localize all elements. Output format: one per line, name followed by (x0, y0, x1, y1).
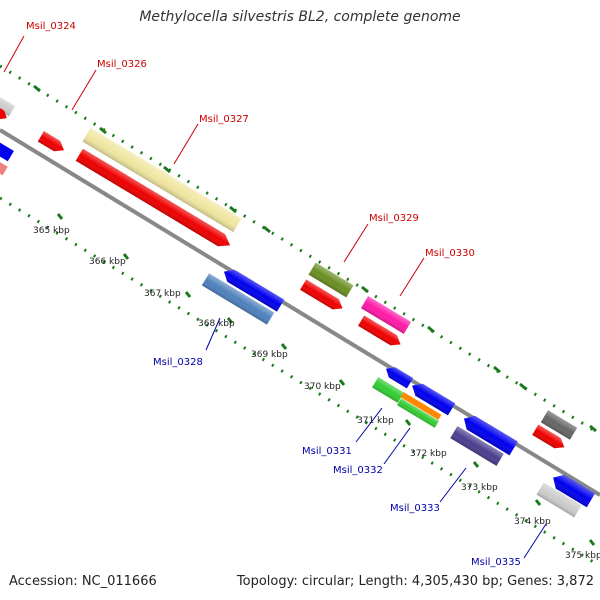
kbp-label: 374 kbp (514, 517, 551, 527)
reverse-features (0, 141, 595, 518)
gene-arrow[interactable] (532, 424, 567, 453)
gene-label[interactable]: Msil_0324 (26, 21, 76, 32)
gene-arrow[interactable] (536, 482, 582, 518)
topology-text: Topology: circular; Length: 4,305,430 bp… (236, 574, 594, 589)
gene-arrow[interactable] (37, 131, 67, 155)
gene-arrow[interactable] (0, 159, 8, 176)
gene-arrow[interactable] (383, 364, 414, 389)
gene-label[interactable]: Msil_0333 (390, 503, 440, 514)
gene-arrow[interactable] (0, 141, 14, 162)
gene-arrow[interactable] (82, 127, 242, 233)
gene-label[interactable]: Msil_0326 (97, 59, 147, 70)
gene-label[interactable]: Msil_0328 (153, 357, 203, 368)
gene-arrow[interactable] (372, 377, 404, 403)
gene-labels: Msil_0324 Msil_0326 Msil_0327 Msil_0329 … (26, 21, 521, 568)
gene-arrow[interactable] (400, 392, 442, 420)
kbp-label: 367 kbp (144, 289, 181, 299)
accession-text: Accession: NC_011666 (9, 574, 157, 589)
gene-label[interactable]: Msil_0332 (333, 465, 383, 476)
kbp-label: 371 kbp (357, 416, 394, 426)
gene-arrow[interactable] (201, 273, 275, 325)
gene-arrow[interactable] (75, 148, 234, 252)
inner-track-ticks (56, 213, 596, 546)
inner-dotted-track (0, 196, 600, 568)
outer-track-ticks (33, 84, 597, 433)
gene-arrow[interactable] (0, 106, 9, 123)
gene-label[interactable]: Msil_0329 (369, 213, 419, 224)
gene-arrow[interactable] (300, 279, 346, 314)
kbp-label: 365 kbp (33, 226, 70, 236)
gene-arrow[interactable] (409, 380, 456, 416)
forward-features (0, 93, 578, 453)
gene-arrow[interactable] (397, 398, 439, 428)
kbp-label: 370 kbp (304, 382, 341, 392)
gene-arrow[interactable] (540, 410, 578, 440)
gene-label[interactable]: Msil_0327 (199, 114, 249, 125)
outer-dotted-track (0, 64, 600, 436)
kbp-labels: 365 kbp 366 kbp 367 kbp 368 kbp 369 kbp … (33, 226, 600, 561)
gene-arrow[interactable] (308, 262, 354, 298)
kbp-label: 369 kbp (251, 350, 288, 360)
gene-arrow[interactable] (358, 315, 404, 350)
gene-label[interactable]: Msil_0331 (302, 446, 352, 457)
kbp-label: 372 kbp (410, 449, 447, 459)
gene-arrow[interactable] (220, 266, 285, 312)
kbp-label: 368 kbp (198, 319, 235, 329)
label-leader-lines (3, 35, 547, 559)
gene-arrow[interactable] (360, 296, 412, 334)
gene-label[interactable]: Msil_0335 (471, 557, 521, 568)
kbp-label: 366 kbp (89, 257, 126, 267)
gene-arrow[interactable] (460, 412, 518, 456)
gene-arrow[interactable] (0, 93, 16, 117)
gene-arrow[interactable] (450, 426, 504, 466)
gene-label[interactable]: Msil_0330 (425, 248, 475, 259)
kbp-label: 375 kbp (565, 551, 600, 561)
kbp-label: 373 kbp (461, 483, 498, 493)
map-title: Methylocella silvestris BL2, complete ge… (139, 9, 461, 25)
gene-arrow[interactable] (549, 471, 595, 508)
